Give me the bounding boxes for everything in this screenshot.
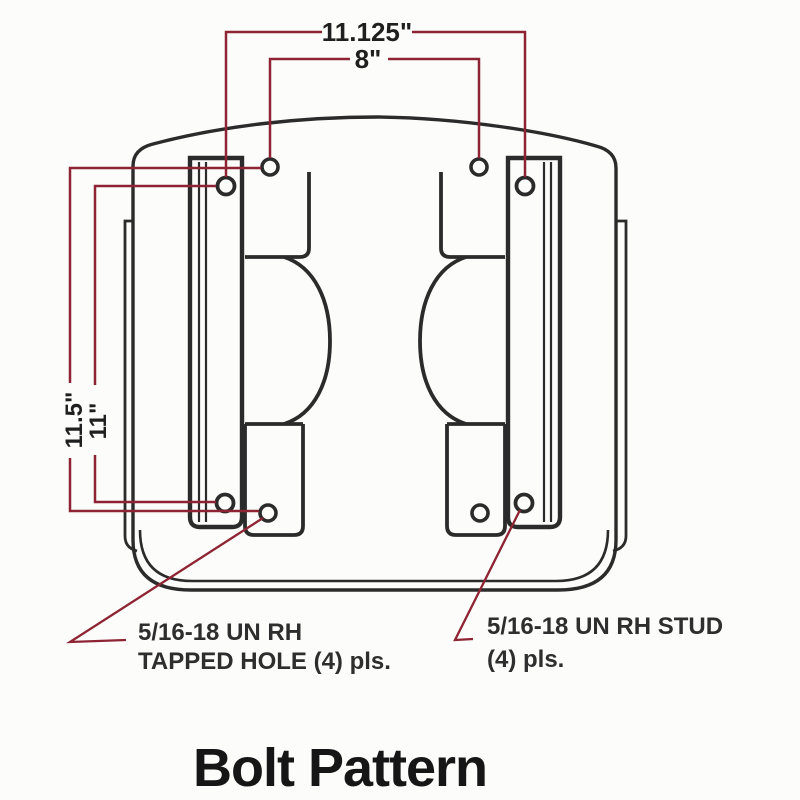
right-cutout-top-bracket: [439, 172, 505, 259]
dim-value-side-inner: 11": [85, 403, 112, 440]
stud-hole-top-left: [215, 175, 237, 197]
dim-value-side-outer: 11.5": [61, 392, 88, 449]
right-rail-outline: [505, 155, 563, 530]
right-cutout-bottom-bracket: [445, 422, 507, 537]
dim-line-side-inner-11: [93, 184, 216, 504]
left-rail-inner-lines: [197, 162, 208, 522]
diagram-title: Bolt Pattern: [193, 738, 487, 798]
left-side-flap: [123, 219, 138, 553]
tapped-hole-top-right: [469, 157, 489, 177]
dim-line-top-inner-8: [268, 57, 481, 158]
leader-tapped-hole: [65, 517, 264, 644]
stud-hole-bottom-right: [513, 492, 535, 514]
seat-shell-outline: [131, 115, 618, 592]
tapped-hole-bottom-left: [258, 503, 278, 523]
stud-label-line2: (4) pls.: [487, 646, 564, 673]
right-rail-inner-lines: [542, 162, 553, 522]
dim-line-top-outer-11-125: [224, 30, 527, 177]
tapped-hole-label-line1: 5/16-18 UN RH: [138, 619, 302, 646]
dim-line-side-outer-11-5: [68, 166, 261, 513]
left-cutout-top-bracket: [245, 172, 311, 259]
seat-shell-inner-bottom-contour: [138, 529, 610, 583]
left-cutout-bump: [283, 255, 332, 426]
leader-stud: [453, 509, 522, 642]
stud-hole-top-right: [514, 175, 536, 197]
dim-value-top-outer: 11.125": [322, 17, 412, 47]
stud-label-line1: 5/16-18 UN RH STUD: [487, 613, 723, 640]
right-side-flap: [612, 219, 628, 553]
tapped-hole-label-line2: TAPPED HOLE (4) pls.: [138, 648, 391, 675]
right-cutout-bump: [418, 255, 467, 426]
stud-hole-bottom-left: [214, 492, 236, 514]
tapped-hole-top-left: [260, 157, 280, 177]
left-rail-outline: [187, 155, 245, 530]
tapped-hole-bottom-right: [470, 503, 490, 523]
dim-value-top-inner: 8": [355, 44, 382, 74]
